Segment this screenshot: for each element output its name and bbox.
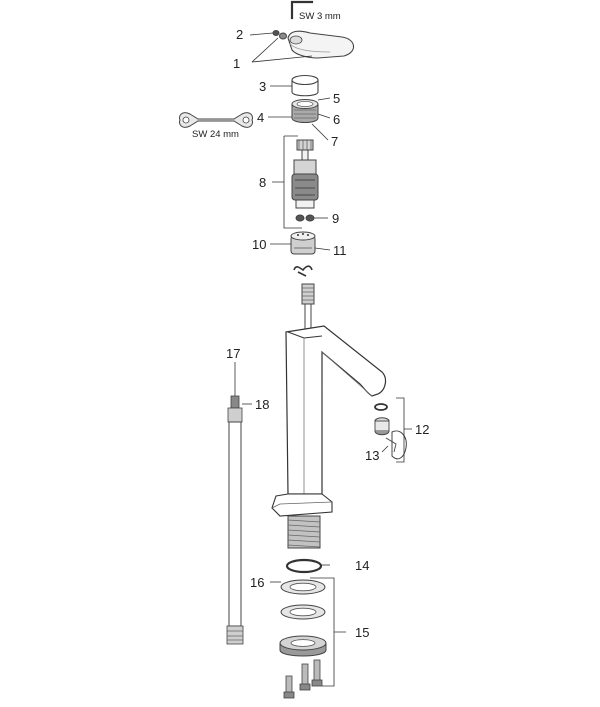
part-mounting-bolts [283, 659, 323, 699]
part-mounting-plate [279, 635, 327, 657]
part-valve-stem [301, 283, 315, 330]
wrench-size-label: SW 24 mm [192, 129, 239, 140]
part-clip [293, 265, 313, 277]
part-faucet-body [271, 325, 387, 517]
callout-6: 6 [333, 112, 340, 127]
part-lever-handle [287, 30, 355, 59]
callout-10: 10 [252, 237, 266, 252]
part-washer-lower [280, 604, 326, 620]
part-flexible-hose [226, 395, 244, 645]
callout-4: 4 [257, 110, 264, 125]
part-cartridge [291, 139, 319, 209]
leader-lines [234, 32, 412, 687]
part-seal-ring [285, 558, 323, 574]
callout-14: 14 [355, 558, 369, 573]
part-aerator [374, 403, 390, 436]
callout-16: 16 [250, 575, 264, 590]
callout-numbers: 1 2 3 4 5 6 7 8 9 10 11 12 13 14 15 16 1… [226, 27, 429, 640]
part-threaded-shank [287, 515, 321, 549]
wrench-icon [179, 112, 253, 128]
callout-7: 7 [331, 134, 338, 149]
part-spout-bracket [385, 430, 407, 460]
callout-5: 5 [333, 91, 340, 106]
callout-2: 2 [236, 27, 243, 42]
callout-15: 15 [355, 625, 369, 640]
callout-8: 8 [259, 175, 266, 190]
callout-12: 12 [415, 422, 429, 437]
callout-1: 1 [233, 56, 240, 71]
hex-key-icon [290, 0, 314, 20]
callout-9: 9 [332, 211, 339, 226]
part-threaded-nut [291, 99, 319, 123]
part-cap-ring [291, 74, 319, 97]
callout-11: 11 [333, 243, 347, 258]
part-washer-upper [280, 579, 326, 595]
callout-13: 13 [365, 448, 379, 463]
callout-3: 3 [259, 79, 266, 94]
part-insert [290, 231, 316, 255]
callout-18: 18 [255, 397, 269, 412]
hex-key-size-label: SW 3 mm [299, 11, 341, 22]
part-small-seals [295, 214, 315, 222]
callout-17: 17 [226, 346, 240, 361]
part-grub-screw [272, 30, 287, 40]
